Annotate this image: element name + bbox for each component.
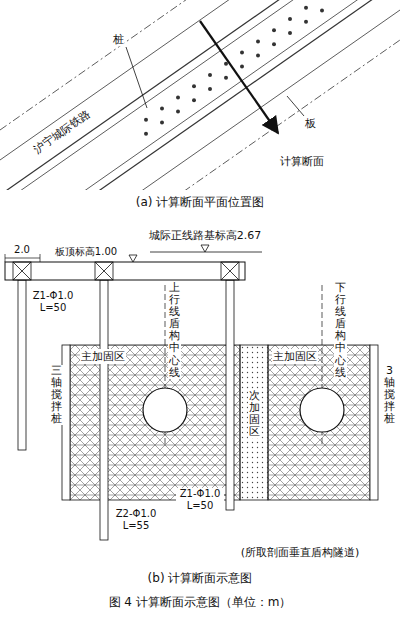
elevation-label: 板顶标高1.00 — [54, 246, 118, 258]
dimension: 2.0 — [13, 244, 31, 256]
figure-caption: 图 4 计算断面示意图（单位：m） — [108, 595, 293, 609]
pile-dot — [208, 87, 212, 91]
subfigure-caption: (a) 计算断面平面位置图 — [135, 195, 266, 209]
tunnel-centerline-label: 下行线盾构中心线 — [334, 282, 347, 379]
section-figure — [5, 245, 378, 540]
plan-lines — [0, 0, 400, 190]
pile-dot — [160, 107, 164, 111]
pile-dot — [240, 51, 244, 55]
pile-spec: Z1-Φ1.0 L=50 — [30, 290, 76, 314]
pile-dot — [272, 28, 276, 32]
pile-dot — [144, 132, 148, 136]
pile-spec: Z2-Φ1.0 L=55 — [112, 508, 160, 532]
leader-line — [287, 96, 304, 116]
pile-dot — [144, 118, 148, 122]
pile-dot — [176, 95, 180, 99]
pile-dot — [304, 20, 308, 24]
leader-line — [126, 47, 147, 108]
pile-dots — [144, 0, 324, 136]
pile-dot — [288, 17, 292, 21]
mixing-pile-label: 三轴搅拌桩 — [50, 365, 63, 425]
pile-dot — [192, 84, 196, 88]
reinforcement-zone: 次加固区 — [240, 345, 268, 500]
elevation-label: 城际正线路基标高2.67 — [148, 229, 263, 242]
slab-label: 板 — [304, 117, 317, 130]
pile-dot — [176, 109, 180, 113]
pile-dot — [240, 65, 244, 69]
section-line — [200, 21, 278, 133]
pile-dot — [160, 121, 164, 125]
pile-dot — [224, 76, 228, 80]
reinforcement-zone: 主加固区 — [268, 345, 370, 500]
pile-dot — [256, 53, 260, 57]
section-label: 计算断面 — [279, 155, 325, 168]
tunnel-centerline-label: 上行线盾构中心线 — [168, 282, 181, 379]
zone-label: 主加固区 — [272, 349, 318, 364]
pile-dot — [256, 39, 260, 43]
zone-label: 主加固区 — [80, 349, 126, 364]
pile-spec: Z1-Φ1.0 L=50 — [176, 488, 224, 512]
pile-label: 桩 — [112, 33, 125, 46]
pile-dot — [224, 62, 228, 66]
pile-dot — [320, 9, 324, 13]
pile-dot — [208, 73, 212, 77]
reinforcement-zone: 主加固区 — [70, 345, 240, 500]
note: (所取剖面垂直盾构隧道) — [240, 546, 361, 559]
pile-dot — [288, 31, 292, 35]
zone-label: 次加固区 — [248, 390, 261, 438]
pile-dot — [304, 6, 308, 10]
railway-name: 沪宁城际铁路 — [30, 107, 93, 157]
pile-dot — [272, 42, 276, 46]
pile-dot — [192, 98, 196, 102]
mixing-pile-label: 3轴搅拌桩 — [383, 365, 396, 425]
subfigure-caption: (b) 计算断面示意图 — [147, 571, 254, 585]
